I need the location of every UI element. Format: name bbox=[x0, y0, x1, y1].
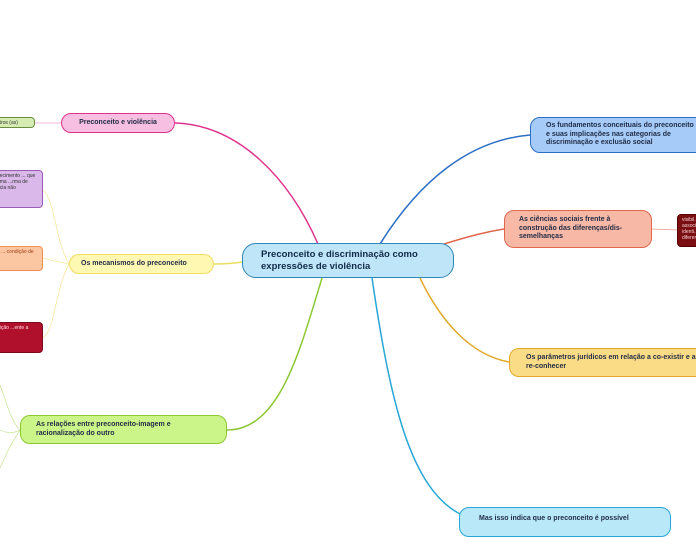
topic-parametros-juridicos[interactable]: Os parâmetros jurídicos em relação a co-… bbox=[509, 348, 696, 377]
subtopic-outros[interactable]: outros (as) bbox=[0, 117, 35, 128]
link-orange bbox=[42, 257, 70, 265]
topic-ciencias-sociais[interactable]: As ciências sociais frente à construção … bbox=[504, 210, 652, 248]
link-ciencias bbox=[443, 228, 505, 245]
subtopic-condicao[interactable]: ...de ... condição de ...e' bbox=[0, 246, 43, 271]
link-green-c bbox=[0, 429, 21, 469]
link-fundamentos bbox=[379, 134, 531, 245]
topic-relacoes-imagem[interactable]: As relações entre preconceito-imagem e r… bbox=[20, 415, 227, 444]
link-parametros bbox=[419, 277, 510, 363]
link-crimson bbox=[42, 263, 70, 339]
link-relacoes bbox=[226, 277, 323, 431]
central-topic[interactable]: Preconceito e discriminação como express… bbox=[242, 243, 454, 278]
topic-fundamentos[interactable]: Os fundamentos conceituais do preconceit… bbox=[530, 117, 696, 153]
topic-preconceito-violencia[interactable]: Preconceito e violência bbox=[61, 113, 175, 133]
link-green-b bbox=[0, 429, 21, 434]
link-preconceito-violencia bbox=[174, 122, 319, 245]
subtopic-visibil[interactable]: visibil... associ... identi... diferen..… bbox=[677, 214, 696, 247]
link-mecanismos bbox=[213, 261, 243, 265]
link-green-a bbox=[0, 384, 21, 431]
topic-mas-isso[interactable]: Mas isso indica que o preconceito é poss… bbox=[459, 507, 671, 537]
topic-mecanismos[interactable]: Os mecanismos do preconceito bbox=[69, 254, 214, 274]
subtopic-reconhecimento[interactable]: ...nhecimento ... que há uma ...rma de .… bbox=[0, 170, 43, 208]
link-visibil bbox=[651, 228, 678, 231]
connection-lines bbox=[0, 122, 678, 516]
link-purple bbox=[42, 189, 70, 265]
link-mas-isso bbox=[371, 277, 463, 516]
subtopic-atribuicao[interactable]: ...buição ...ente a ...no bbox=[0, 322, 43, 353]
